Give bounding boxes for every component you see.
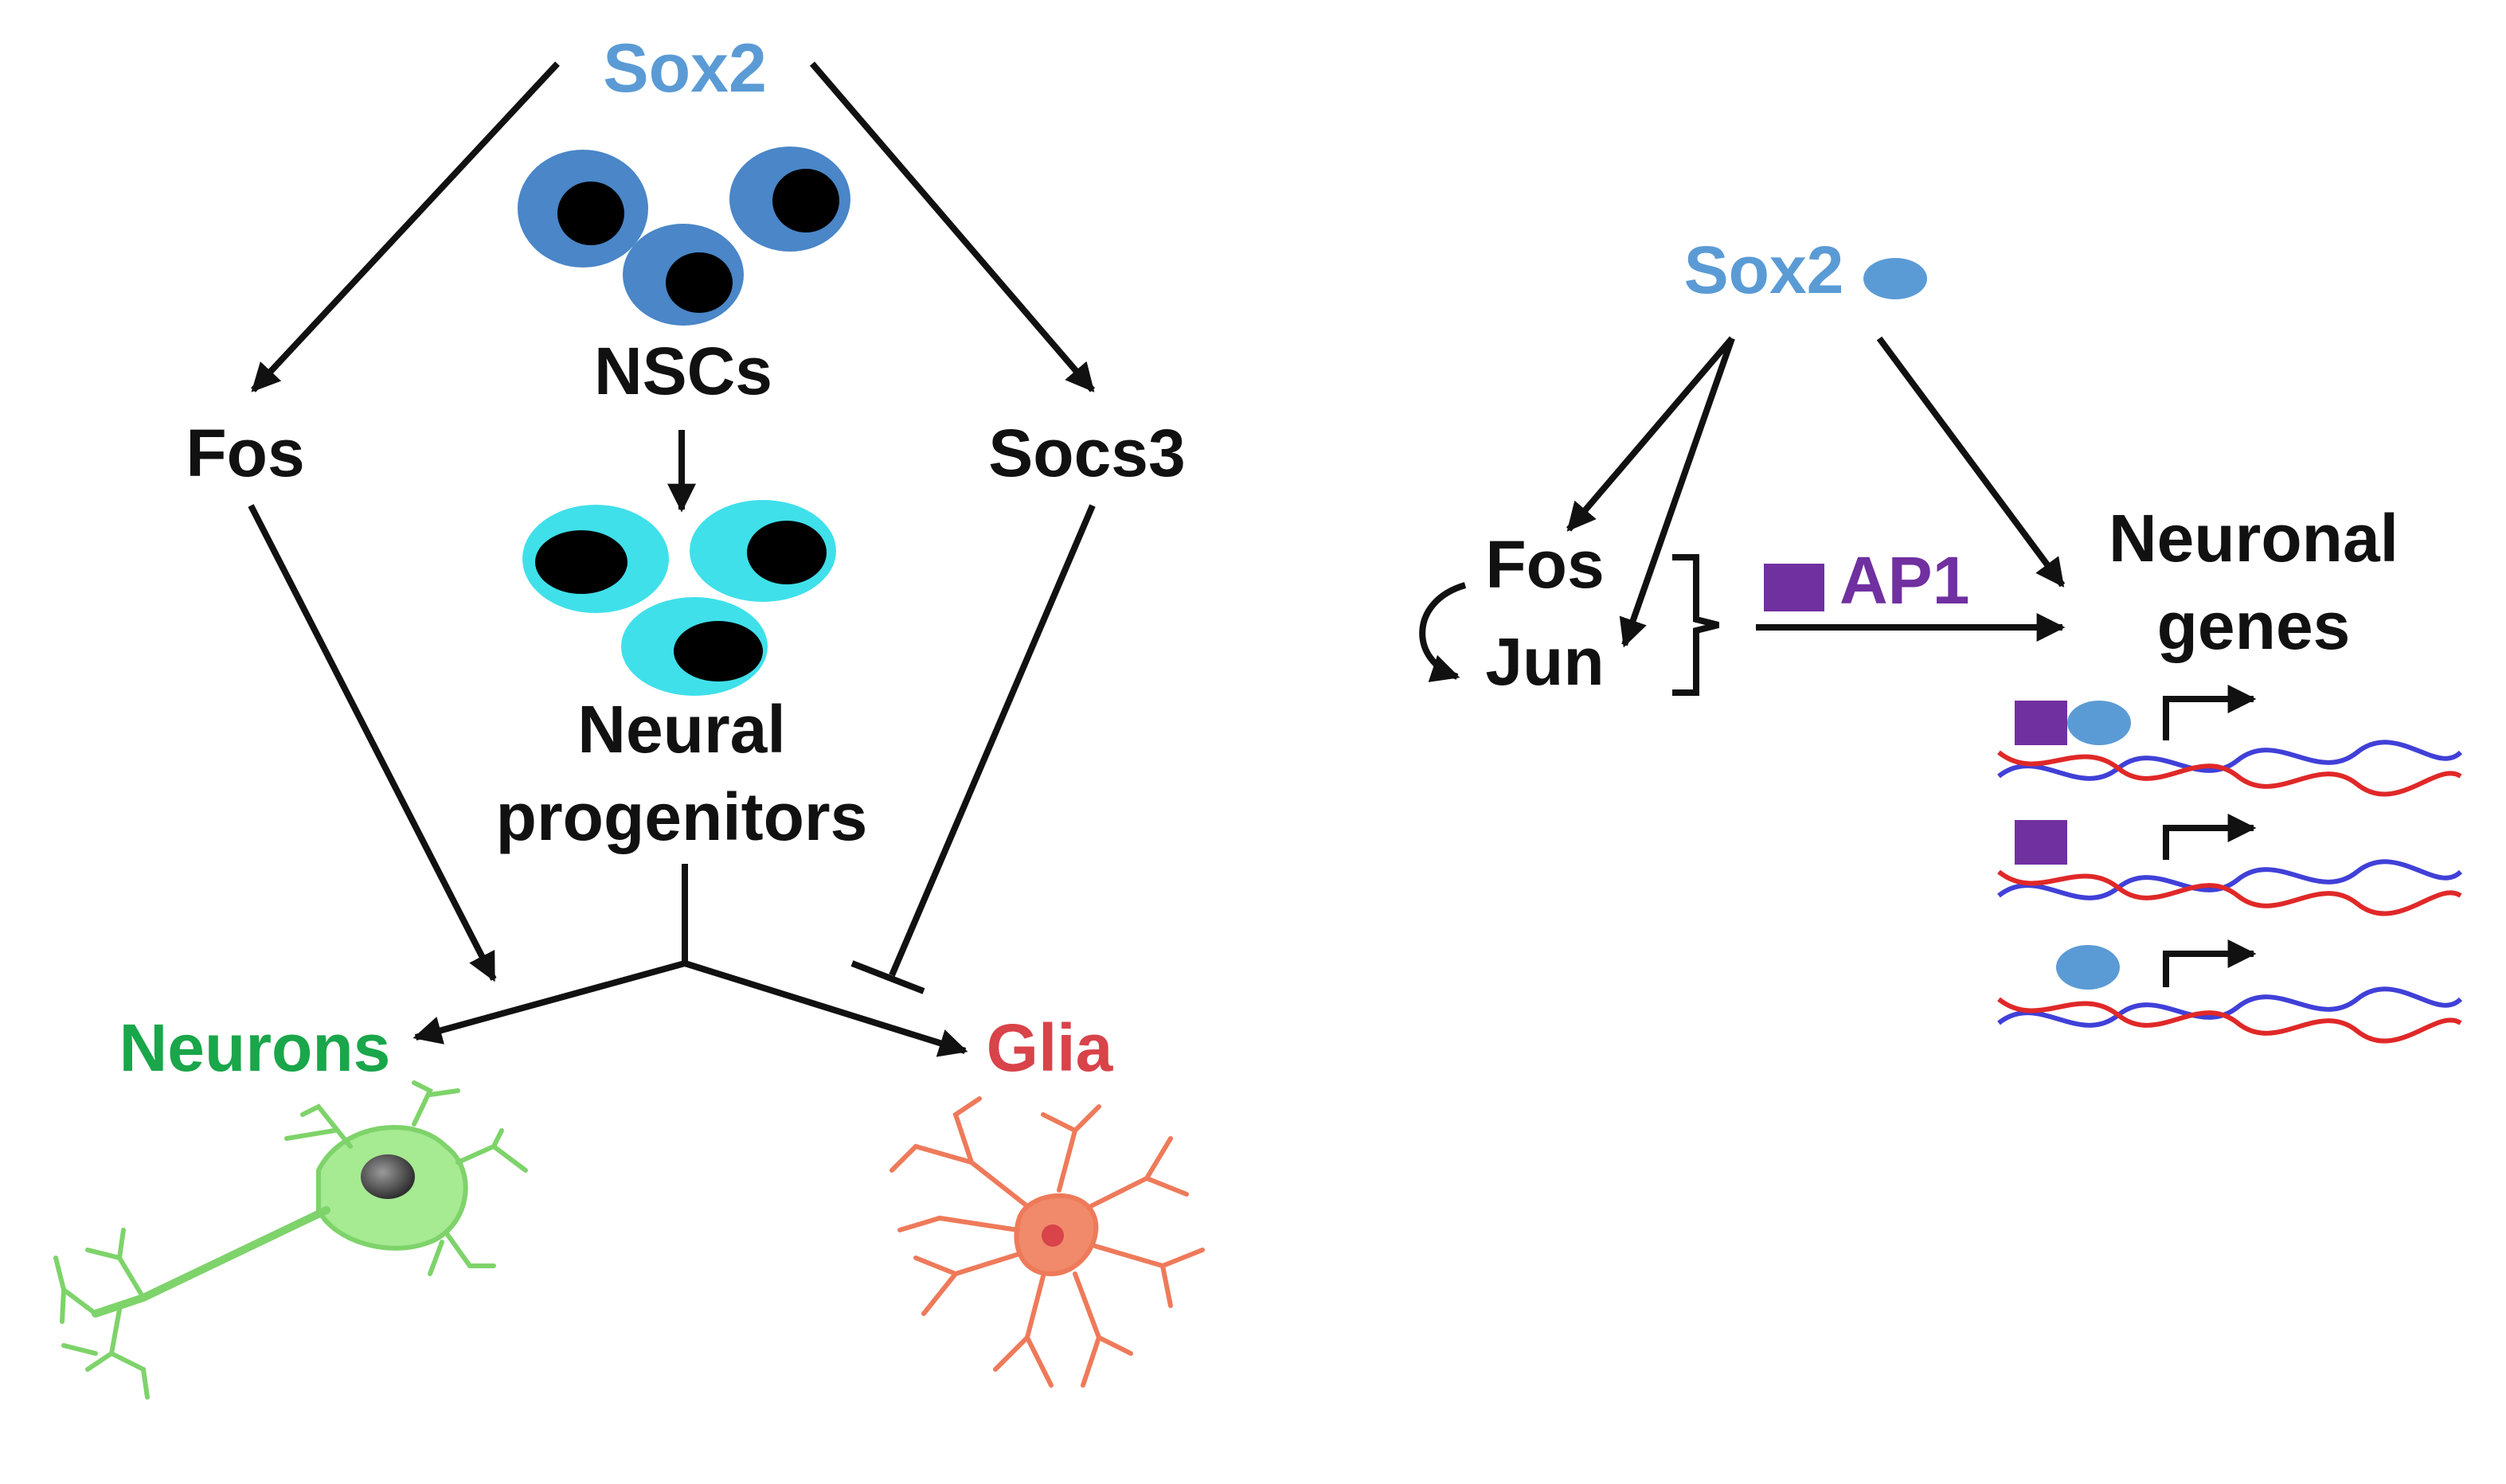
arrow-sox2-to-fos: [251, 61, 560, 392]
socs3-label: Socs3: [988, 416, 1186, 490]
glia-label: Glia: [987, 1010, 1114, 1085]
sox2-label-right: Sox2: [1684, 232, 1844, 307]
neuronal-genes-label-line1: Neuronal: [2109, 501, 2398, 576]
progenitor-label-line2: progenitors: [496, 779, 868, 854]
arrow-to-neurons: [412, 960, 686, 1045]
sox2-bound-icon: [2067, 701, 2131, 745]
left-panel: Sox2 NSCs Fos Socs3 Neural pr: [53, 30, 1205, 1400]
right-panel: Sox2 Fos Jun AP1 Neuronal genes: [1419, 232, 2463, 1044]
ap1-label: AP1: [1839, 543, 1969, 618]
arrow-fos-to-jun: [1419, 582, 1467, 682]
ap1-bound-icon: [2015, 701, 2067, 745]
nsc-label: NSCs: [594, 334, 772, 408]
bracket: [1672, 554, 1719, 696]
arrow-sox2-to-neuronal-genes: [1876, 336, 2066, 588]
ap1-bound-icon: [2015, 820, 2067, 865]
fos-label-right: Fos: [1485, 527, 1604, 602]
neuron-icon: [53, 1080, 528, 1400]
jun-label: Jun: [1485, 624, 1604, 699]
arrow-to-glia: [683, 960, 968, 1057]
inhibit-bar: [850, 960, 925, 994]
glia-icon: [889, 1096, 1205, 1388]
neurons-label: Neurons: [119, 1010, 391, 1085]
sox2-bound-icon: [2056, 945, 2120, 990]
arrow-fos-to-neurons: [248, 504, 497, 982]
sox2-blob-icon: [1863, 258, 1927, 299]
fos-label-left: Fos: [186, 416, 304, 490]
arrow-sox2-to-socs3: [809, 61, 1096, 392]
progenitor-label-line1: Neural: [577, 692, 785, 767]
nsc-cells-icon: [518, 146, 850, 326]
dna-strand-2: [1997, 814, 2463, 916]
neuronal-genes-label-line2: genes: [2157, 588, 2351, 663]
arrow-sox2-to-jun: [1619, 337, 1735, 648]
ap1-square-icon: [1764, 564, 1824, 611]
progenitor-cells-icon: [522, 500, 836, 696]
dna-strand-1: [1997, 685, 2463, 797]
dna-strand-3: [1997, 939, 2463, 1044]
inhibit-socs3-to-glia: [889, 504, 1096, 977]
tss-arrow-icon: [2163, 814, 2257, 860]
tss-arrow-icon: [2163, 685, 2257, 740]
tss-arrow-icon: [2163, 939, 2257, 987]
arrow-sox2-to-fos-right: [1566, 336, 1735, 532]
sox2-label-left: Sox2: [603, 30, 767, 107]
